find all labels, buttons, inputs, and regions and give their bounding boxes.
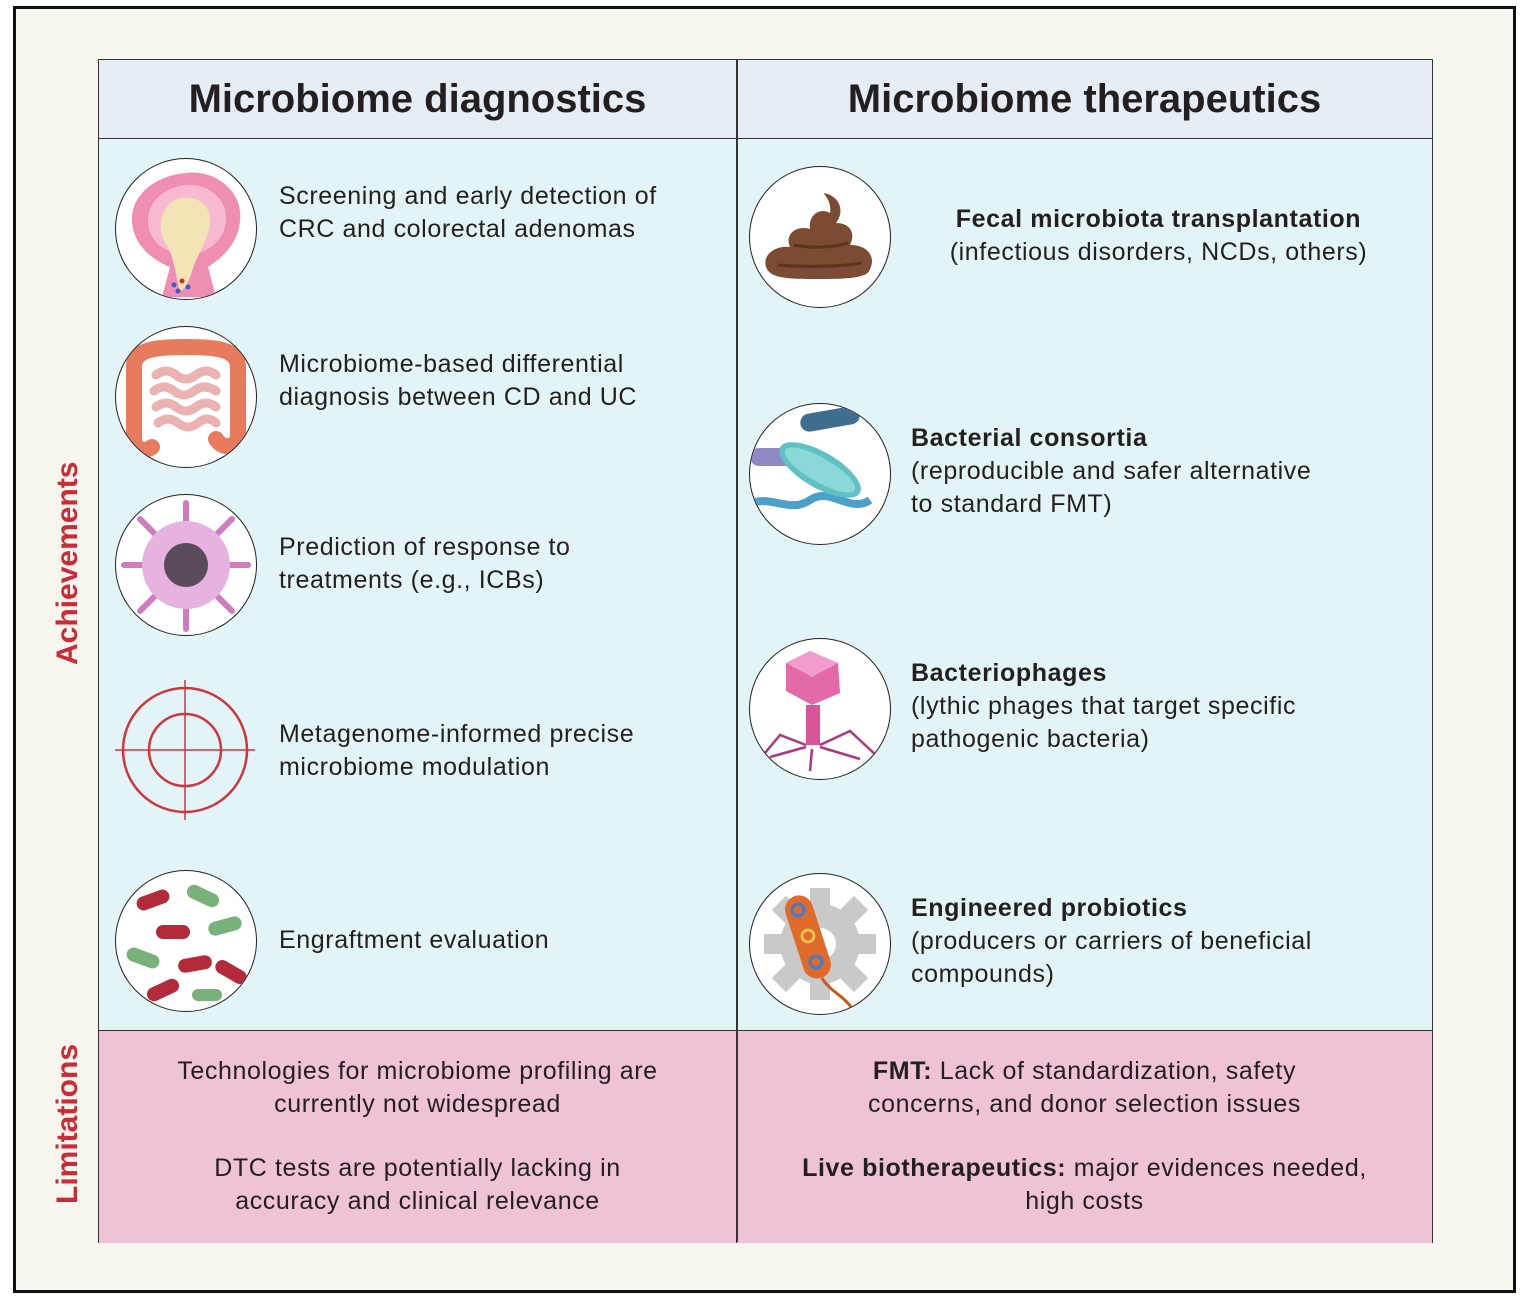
diagnostics-item-3-line2: treatments (e.g., ICBs) — [279, 566, 545, 594]
diagnostics-item-4: Metagenome-informed precise microbiome m… — [279, 718, 634, 784]
therapeutics-limitation-1-bold: FMT: — [872, 1057, 933, 1085]
therapeutics-limitation-2: Live biotherapeutics: major evidences ne… — [737, 1152, 1432, 1218]
bacterial-consortia-icon — [749, 403, 891, 545]
diagnostics-item-2: Microbiome-based differential diagnosis … — [279, 348, 637, 414]
intestine-icon — [115, 326, 257, 468]
therapeutics-item-3-line2: pathogenic bacteria) — [911, 725, 1150, 753]
column-divider — [736, 60, 738, 1242]
diagnostics-limitation-1-line2: currently not widespread — [274, 1090, 561, 1118]
immune-cell-icon — [115, 494, 257, 636]
achievements-label: Achievements — [51, 461, 84, 665]
therapeutics-item-4-line2: compounds) — [911, 960, 1055, 988]
therapeutics-limitation-1-line1: FMT: Lack of standardization, safety — [737, 1055, 1432, 1088]
therapeutics-item-1-block: Fecal microbiota transplantation (infect… — [911, 203, 1406, 269]
therapeutics-limitation-2-rest: major evidences needed, — [1066, 1154, 1367, 1182]
therapeutics-item-1-title: Fecal microbiota transplantation — [955, 205, 1362, 233]
diagnostics-item-4-line2: microbiome modulation — [279, 753, 551, 781]
limitations-diagnostics-cell — [99, 1030, 736, 1243]
stool-icon — [749, 166, 891, 308]
diagnostics-limitation-2-line2: accuracy and clinical relevance — [235, 1187, 600, 1215]
diagnostics-limitation-2: DTC tests are potentially lacking in acc… — [99, 1152, 736, 1218]
therapeutics-header: Microbiome therapeutics — [737, 60, 1432, 138]
therapeutics-limitation-1-line2: concerns, and donor selection issues — [868, 1090, 1301, 1118]
therapeutics-item-1-line1: (infectious disorders, NCDs, others) — [949, 238, 1368, 266]
therapeutics-item-4-line1: (producers or carriers of beneficial — [911, 927, 1312, 955]
diagnostics-header: Microbiome diagnostics — [99, 60, 736, 138]
therapeutics-limitation-2-bold: Live biotherapeutics: — [802, 1154, 1067, 1182]
therapeutics-item-4-title: Engineered probiotics — [911, 894, 1188, 922]
diagnostics-item-2-line1: Microbiome-based differential — [279, 350, 624, 378]
bacteriophage-icon — [749, 638, 891, 780]
comparison-table: Microbiome diagnostics Microbiome therap… — [98, 59, 1433, 1243]
therapeutics-item-3-title: Bacteriophages — [911, 659, 1107, 687]
engineered-probiotic-icon — [749, 873, 891, 1015]
therapeutics-limitation-2-line1: Live biotherapeutics: major evidences ne… — [737, 1152, 1432, 1185]
diagnostics-item-5: Engraftment evaluation — [279, 924, 549, 957]
diagnostics-item-3-line1: Prediction of response to — [279, 533, 571, 561]
diagnostics-item-3: Prediction of response to treatments (e.… — [279, 531, 571, 597]
therapeutics-item-2-line2: to standard FMT) — [911, 490, 1113, 518]
diagnostics-item-2-line2: diagnosis between CD and UC — [279, 383, 638, 411]
limitations-therapeutics-cell — [737, 1030, 1432, 1243]
diagnostics-item-5-line1: Engraftment evaluation — [279, 926, 550, 954]
diagnostics-limitation-2-line1: DTC tests are potentially lacking in — [214, 1154, 621, 1182]
therapeutics-item-2-title: Bacterial consortia — [911, 424, 1148, 452]
diagnostics-item-4-line1: Metagenome-informed precise — [279, 720, 635, 748]
therapeutics-limitation-2-line2: high costs — [1025, 1187, 1144, 1215]
therapeutics-item-3: Bacteriophages (lythic phages that targe… — [911, 657, 1296, 756]
therapeutics-item-2-line1: (reproducible and safer alternative — [911, 457, 1312, 485]
limitations-label: Limitations — [51, 1043, 84, 1204]
diagnostics-item-1-line2: CRC and colorectal adenomas — [279, 215, 636, 243]
target-icon — [115, 680, 255, 820]
diagnostics-limitation-1-line1: Technologies for microbiome profiling ar… — [177, 1057, 658, 1085]
therapeutics-limitation-1-rest: Lack of standardization, safety — [932, 1057, 1297, 1085]
tumor-icon — [115, 158, 257, 300]
bacteria-icon — [115, 870, 257, 1012]
therapeutics-item-4: Engineered probiotics (producers or carr… — [911, 892, 1312, 991]
diagnostics-item-1: Screening and early detection of CRC and… — [279, 180, 657, 246]
diagnostics-item-1-line1: Screening and early detection of — [279, 182, 657, 210]
therapeutics-item-3-line1: (lythic phages that target specific — [911, 692, 1297, 720]
diagnostics-limitation-1: Technologies for microbiome profiling ar… — [99, 1055, 736, 1121]
therapeutics-limitation-1: FMT: Lack of standardization, safety con… — [737, 1055, 1432, 1121]
therapeutics-item-2: Bacterial consortia (reproducible and sa… — [911, 422, 1311, 521]
